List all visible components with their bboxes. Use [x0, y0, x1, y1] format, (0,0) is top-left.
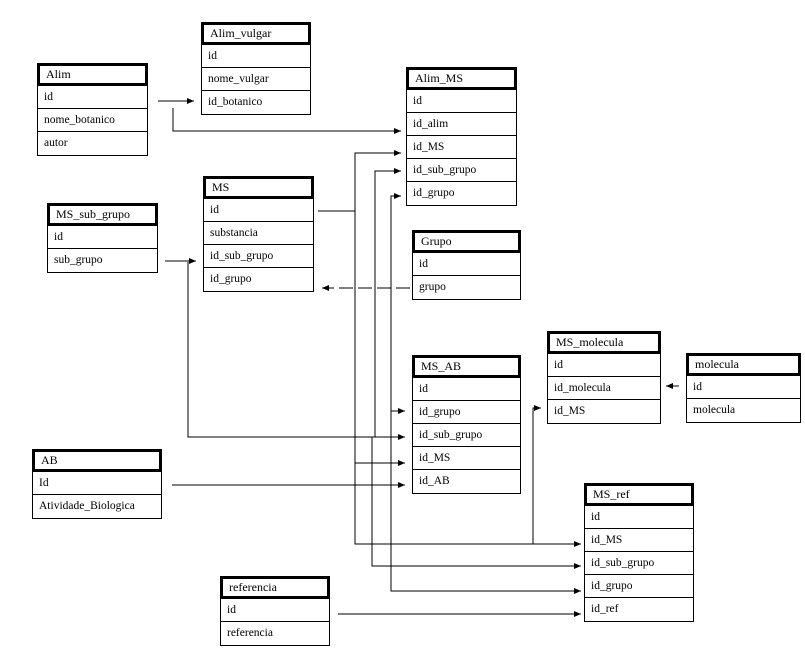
field-row: id — [413, 378, 520, 401]
table-alim-ms: Alim_MS id id_alim id_MS id_sub_grupo id… — [406, 67, 517, 206]
field-row: grupo — [419, 281, 446, 293]
field-row: id_MS — [413, 447, 520, 470]
link-ms-to-alim-ms-id-ms — [318, 150, 401, 212]
field-row: id — [413, 253, 520, 276]
field-row: id — [48, 226, 157, 249]
field-row: Id — [33, 472, 161, 495]
table-title: MS_molecula — [547, 331, 661, 354]
field-row: nome_vulgar — [202, 68, 310, 91]
field-row: id_grupo — [210, 273, 252, 285]
field-row: id — [585, 506, 693, 529]
table-ms-sub-grupo: MS_sub_grupo id sub_grupo — [47, 203, 158, 273]
field-row: Atividade_Biologica — [39, 500, 135, 512]
field-row: id_alim — [407, 113, 516, 136]
table-title: MS_ref — [584, 483, 694, 506]
table-title: molecula — [686, 353, 801, 376]
field-row: id_MS — [554, 405, 586, 417]
field-row: referencia — [227, 627, 273, 639]
table-ab: AB Id Atividade_Biologica — [32, 449, 162, 519]
field-row: id_sub_grupo — [204, 245, 313, 268]
field-row: id_sub_grupo — [413, 424, 520, 447]
table-title: Alim_vulgar — [201, 22, 311, 45]
link-ms-molecula-to-ms-ref — [532, 405, 541, 544]
table-title: MS — [203, 176, 314, 199]
field-row: id — [548, 354, 660, 377]
table-title: Alim_MS — [406, 67, 517, 90]
table-ms-ab: MS_AB id id_grupo id_sub_grupo id_MS id_… — [412, 355, 521, 494]
link-grupo-to-ms-ref — [390, 411, 581, 594]
field-row: id_sub_grupo — [407, 159, 516, 182]
field-row: id — [687, 376, 800, 399]
link-ms-id-to-ms-ab-id-ms — [354, 211, 405, 466]
field-row: id — [407, 90, 516, 113]
table-ms: MS id substancia id_sub_grupo id_grupo — [203, 176, 314, 292]
link-grupo-to-ms-ab — [390, 288, 405, 414]
field-row: id_AB — [419, 475, 450, 487]
link-sub-grupo-to-ms-ab — [187, 262, 405, 440]
table-title: Alim — [37, 63, 148, 86]
table-ms-ref: MS_ref id id_MS id_sub_grupo id_grupo id… — [584, 483, 694, 622]
field-row: id_MS — [407, 136, 516, 159]
field-row: sub_grupo — [54, 254, 103, 266]
field-row: id_MS — [585, 529, 693, 552]
table-ms-molecula: MS_molecula id id_molecula id_MS — [547, 331, 661, 424]
field-row: id_grupo — [585, 575, 693, 598]
field-row: id_sub_grupo — [585, 552, 693, 575]
field-row: id — [221, 599, 329, 622]
field-row: id_grupo — [413, 187, 455, 199]
field-row: substancia — [204, 222, 313, 245]
field-row: id_molecula — [548, 377, 660, 400]
field-row: id — [204, 199, 313, 222]
link-ms-id-to-ms-ref-id-ms — [354, 463, 581, 547]
link-alim-to-alim-ms-id-alim — [172, 108, 401, 134]
table-molecula: molecula id molecula — [686, 353, 801, 423]
table-alim-vulgar: Alim_vulgar id nome_vulgar id_botanico — [201, 22, 311, 115]
table-referencia: referencia id referencia — [220, 576, 330, 646]
field-row: autor — [44, 137, 68, 149]
table-title: referencia — [220, 576, 330, 599]
link-sub-grupo-to-alim-ms — [374, 168, 401, 437]
field-row: id_botanico — [208, 96, 263, 108]
link-grupo-to-alim-ms — [390, 193, 401, 288]
link-sub-grupo-to-ms-ref — [371, 437, 581, 569]
table-title: MS_AB — [412, 355, 521, 378]
field-row: id_grupo — [413, 401, 520, 424]
table-title: AB — [32, 449, 162, 472]
field-row: nome_botanico — [38, 109, 147, 132]
field-row: id — [38, 86, 147, 109]
table-title: MS_sub_grupo — [47, 203, 158, 226]
table-alim: Alim id nome_botanico autor — [37, 63, 148, 156]
table-grupo: Grupo id grupo — [412, 230, 521, 300]
table-title: Grupo — [412, 230, 521, 253]
field-row: id_ref — [591, 603, 619, 615]
field-row: id — [202, 45, 310, 68]
field-row: molecula — [693, 404, 736, 416]
